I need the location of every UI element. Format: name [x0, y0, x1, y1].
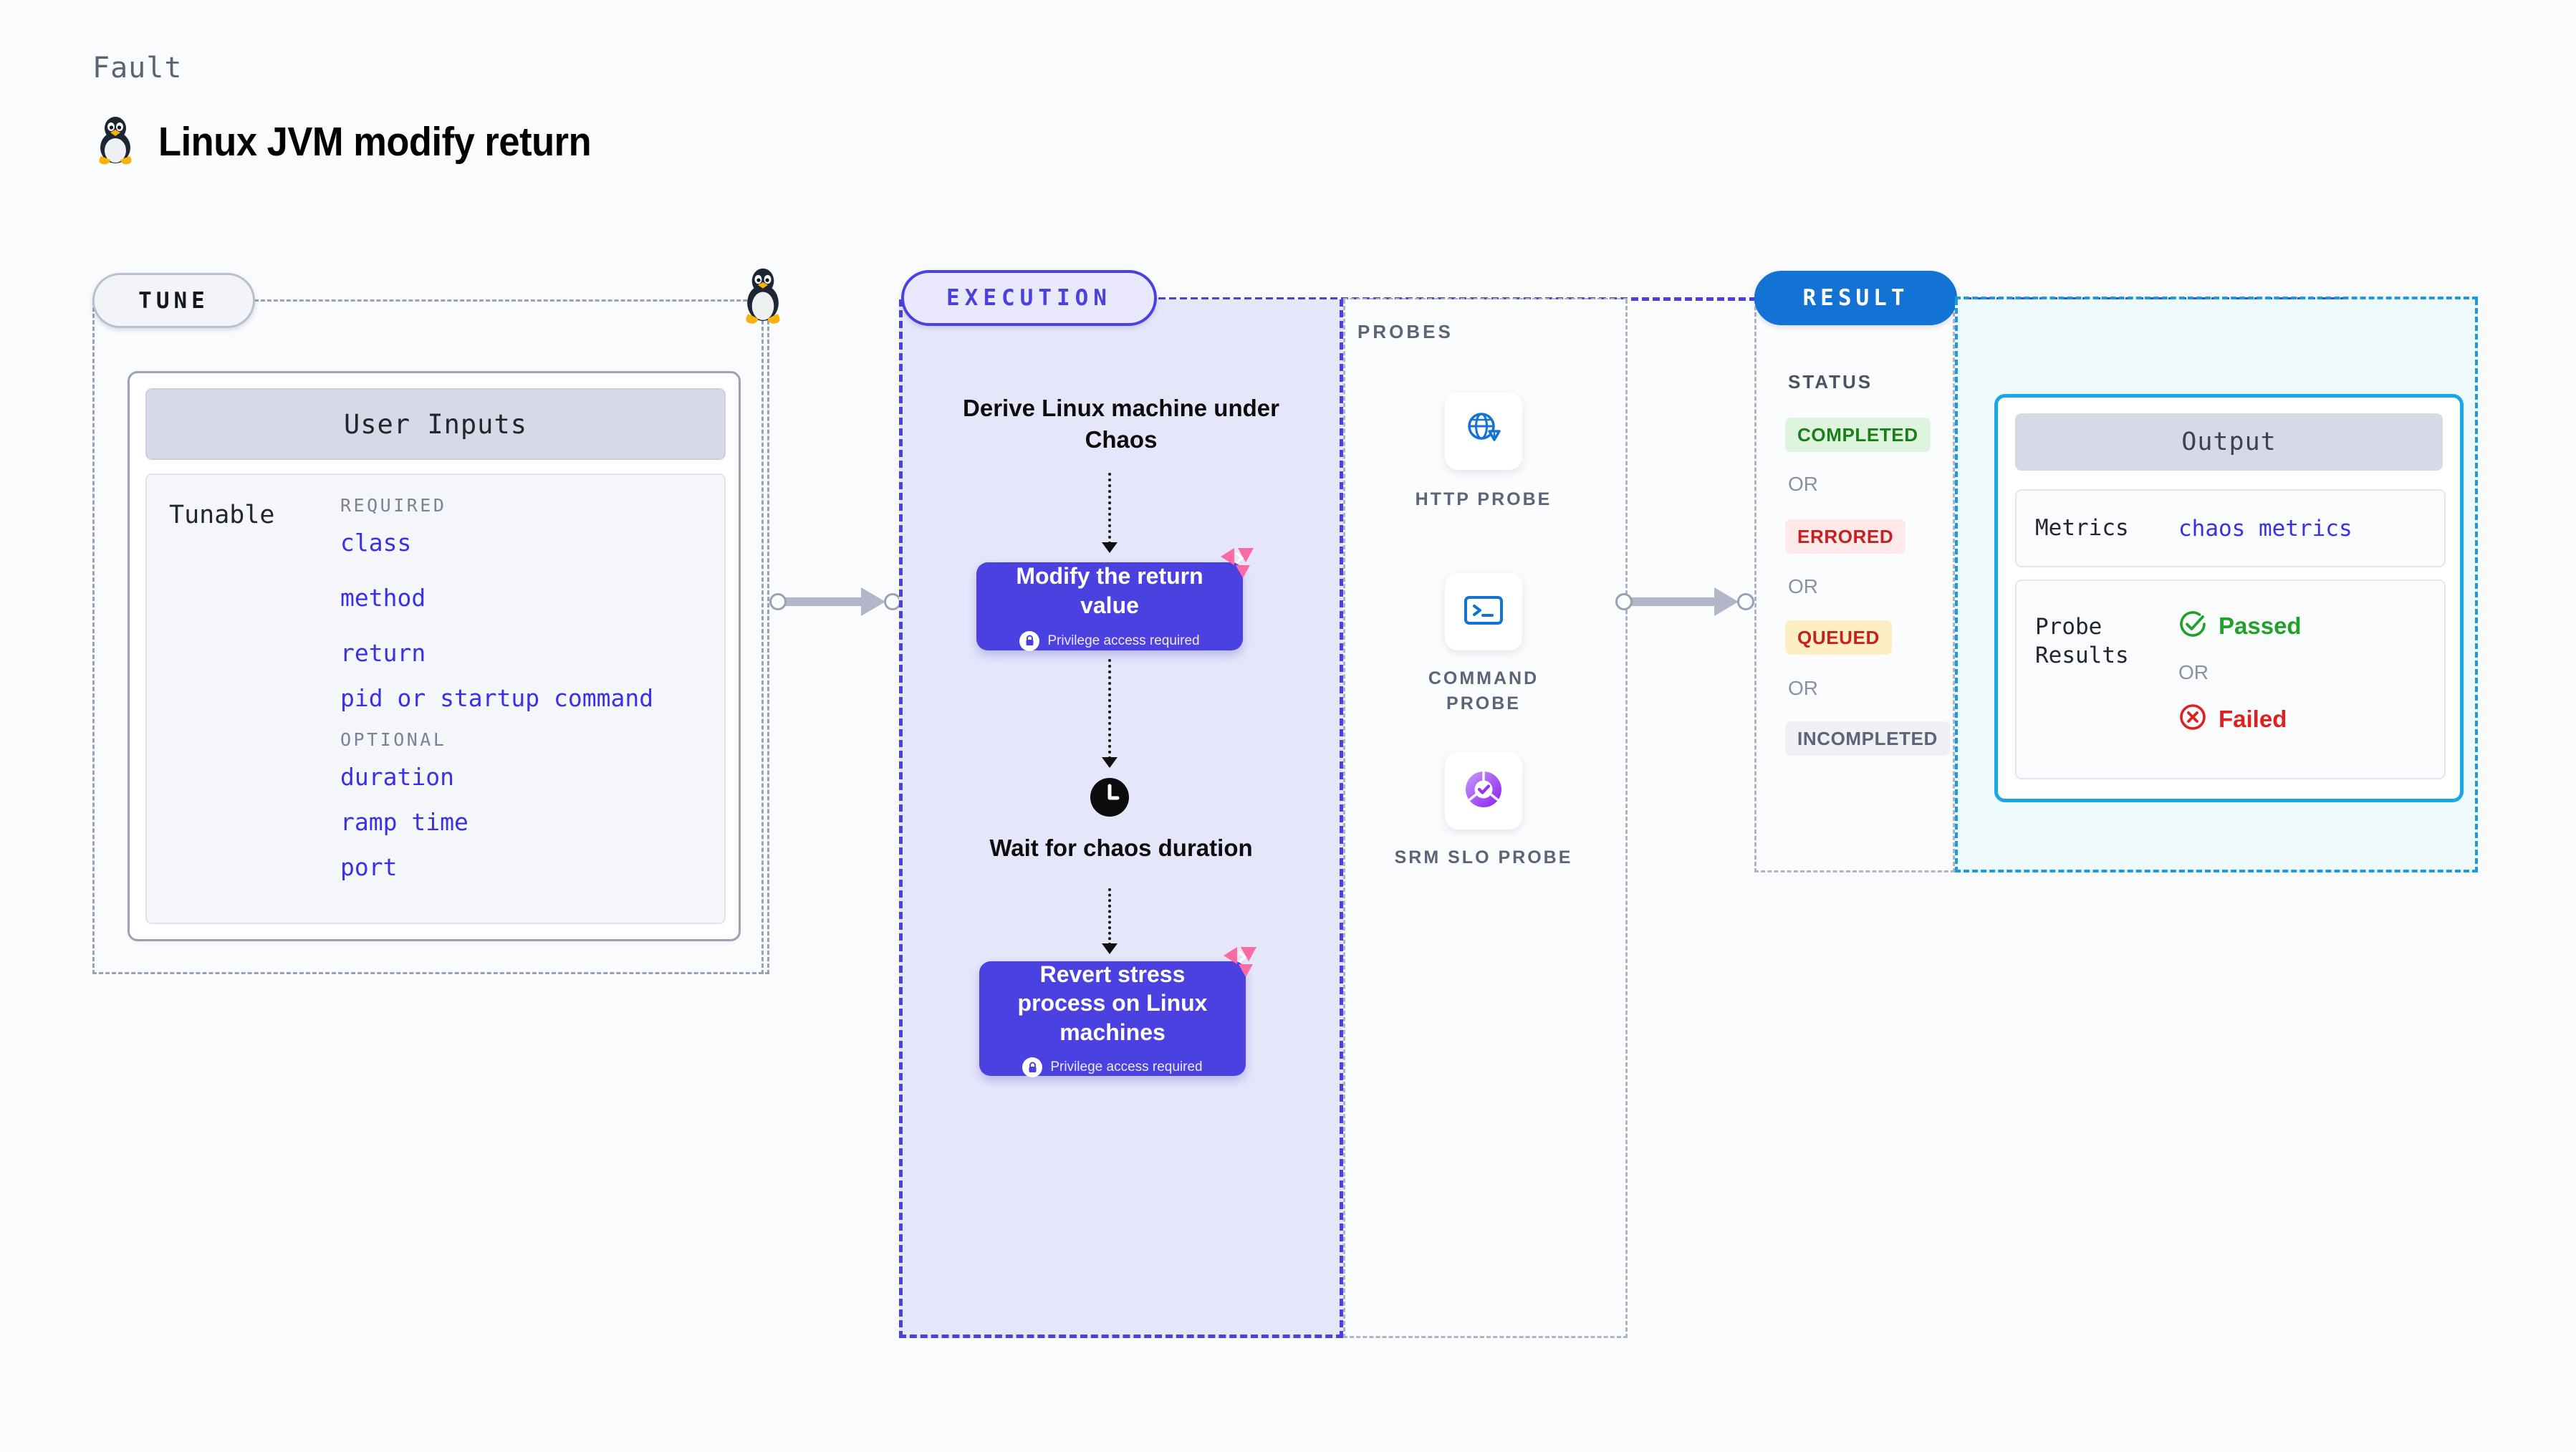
flow-arrow-head	[1102, 757, 1118, 768]
execution-card-revert-stress[interactable]: Revert stress process on Linux machines …	[979, 947, 1256, 1078]
probe-tile-http[interactable]	[1445, 393, 1522, 470]
chaos-mark-icon	[1221, 946, 1259, 979]
probes-label: PROBES	[1357, 321, 1453, 342]
status-label: STATUS	[1788, 371, 1873, 393]
tunable-body: Tunable REQUIRED class method return pid…	[145, 473, 726, 924]
probe-tile-command[interactable]	[1445, 573, 1522, 650]
connector-execution-to-result	[1615, 587, 1759, 616]
probe-or-label: OR	[2178, 661, 2209, 683]
execution-step-wait: Wait for chaos duration	[989, 835, 1253, 861]
globe-warning-icon	[1462, 408, 1505, 455]
x-circle-icon	[2178, 703, 2207, 735]
status-badge-incompleted: INCOMPLETED	[1785, 721, 1950, 756]
execution-panel	[899, 299, 1343, 1338]
privilege-note-text: Privilege access required	[1047, 633, 1200, 648]
execution-panel-top-edge	[1158, 297, 2347, 301]
tunable-item[interactable]: ramp time	[340, 808, 468, 836]
chaos-mark-icon	[1219, 547, 1256, 580]
output-probe-results-row: Probe Results Passed OR Failed	[2015, 580, 2446, 779]
execution-card-modify-return[interactable]: Modify the return value Privilege access…	[976, 548, 1254, 651]
execution-step-derive: Derive Linux machine under Chaos	[963, 395, 1279, 453]
probe-result-passed: Passed	[2178, 610, 2302, 642]
flow-arrow-line	[1108, 473, 1111, 544]
tunable-item[interactable]: port	[340, 853, 398, 881]
status-badge-completed: COMPLETED	[1785, 418, 1931, 452]
status-or-label: OR	[1788, 575, 1818, 597]
flow-arrow-line	[1108, 888, 1111, 946]
result-badge: RESULT	[1754, 271, 1957, 325]
status-or-label: OR	[1788, 677, 1818, 699]
page-title-row: Linux JVM modify return	[92, 115, 629, 168]
tune-panel	[92, 301, 769, 974]
probe-caption-srm-slo: SRM SLO PROBE	[1394, 847, 1573, 867]
probe-tile-srm-slo[interactable]	[1445, 752, 1522, 830]
flow-arrow-head	[1102, 542, 1118, 553]
privilege-note: Privilege access required	[1019, 630, 1200, 651]
tunable-label: Tunable	[169, 501, 275, 529]
tune-badge: TUNE	[92, 273, 255, 328]
slo-donut-check-icon	[1461, 767, 1506, 815]
tune-panel-top-edge	[254, 299, 766, 302]
page-eyebrow: Fault	[92, 52, 183, 85]
lock-icon	[1019, 630, 1040, 651]
probe-caption-http: HTTP PROBE	[1415, 489, 1552, 509]
probe-caption-command: COMMAND PROBE	[1428, 668, 1539, 713]
flow-arrow-line	[1108, 659, 1111, 759]
tune-divider-line	[761, 301, 764, 974]
tunable-item[interactable]: pid or startup command	[340, 684, 654, 712]
tunable-item[interactable]: class	[340, 529, 412, 557]
card-title: Revert stress process on Linux machines	[1017, 961, 1208, 1045]
probe-results-key: Probe Results	[2035, 614, 2129, 669]
output-metrics-row: Metrics chaos metrics	[2015, 489, 2446, 567]
output-card: Output Metrics chaos metrics Probe Resul…	[1994, 394, 2464, 802]
tunable-list: REQUIRED class method return pid or star…	[340, 495, 713, 898]
tunable-section-required: REQUIRED	[340, 495, 447, 516]
probes-panel-top-edge	[1343, 298, 1628, 300]
status-or-label: OR	[1788, 473, 1818, 495]
flow-arrow-head	[1102, 943, 1118, 954]
output-region-top-edge	[1955, 297, 2478, 299]
page-title: Linux JVM modify return	[158, 118, 592, 165]
tux-penguin-icon	[92, 115, 138, 168]
tunable-item[interactable]: method	[340, 584, 426, 612]
tunable-item[interactable]: return	[340, 639, 426, 667]
passed-label: Passed	[2219, 612, 2302, 639]
metrics-value[interactable]: chaos metrics	[2178, 515, 2352, 542]
check-circle-icon	[2178, 610, 2207, 642]
user-inputs-title: User Inputs	[145, 388, 726, 460]
status-badge-errored: ERRORED	[1785, 519, 1906, 554]
terminal-icon	[1462, 592, 1505, 633]
privilege-note: Privilege access required	[1022, 1057, 1203, 1078]
output-title: Output	[2015, 413, 2443, 471]
result-panel	[1754, 299, 1955, 872]
tux-penguin-icon	[738, 265, 788, 327]
status-badge-queued: QUEUED	[1785, 620, 1892, 655]
tunable-item[interactable]: duration	[340, 763, 454, 791]
execution-badge: EXECUTION	[901, 270, 1157, 326]
failed-label: Failed	[2219, 705, 2287, 732]
tunable-section-optional: OPTIONAL	[340, 729, 447, 750]
lock-icon	[1022, 1057, 1043, 1078]
metrics-key: Metrics	[2035, 515, 2129, 542]
connector-tune-to-execution	[769, 587, 905, 616]
probe-result-failed: Failed	[2178, 703, 2287, 735]
privilege-note-text: Privilege access required	[1050, 1059, 1203, 1075]
clock-icon	[1090, 777, 1130, 817]
user-inputs-card: User Inputs Tunable REQUIRED class metho…	[128, 371, 741, 941]
card-title: Modify the return value	[1016, 563, 1203, 618]
